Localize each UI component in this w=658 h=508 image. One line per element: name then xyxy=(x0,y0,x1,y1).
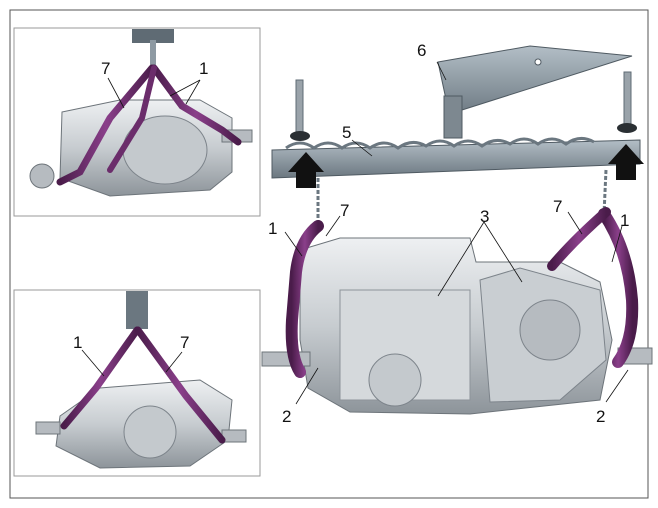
sling-left xyxy=(285,220,324,378)
inset-top-sling-right xyxy=(150,64,242,146)
inset-bottom-callout-1: 1 xyxy=(73,333,82,352)
rod-right xyxy=(623,71,632,131)
leader-6 xyxy=(436,61,447,81)
rod-left xyxy=(295,79,304,141)
inset-top-hook-shank xyxy=(150,40,156,70)
leader-5 xyxy=(351,139,373,157)
inset-bottom-hook xyxy=(126,291,148,329)
rod-right-nut xyxy=(617,123,637,133)
inset-top-callout-7: 7 xyxy=(101,59,110,78)
callout-6: 6 xyxy=(417,41,426,60)
inset-top-leader-1a xyxy=(185,79,201,105)
inset-bottom-sling-right xyxy=(134,326,226,444)
inset-top-sling-mid xyxy=(107,65,157,173)
callout-3: 3 xyxy=(480,207,489,226)
beam-arm-link xyxy=(443,95,463,139)
inset-bottom-mount-left xyxy=(35,421,61,435)
gearbox-cover xyxy=(519,299,581,361)
sling-right xyxy=(598,208,639,368)
leader-2-left xyxy=(295,367,319,405)
rod-left-nut xyxy=(290,131,310,141)
lift-direction-arrow-icon xyxy=(608,144,644,180)
inset-top-leader-7 xyxy=(107,77,125,109)
leader-2-right xyxy=(605,369,629,403)
bracket-left xyxy=(261,351,311,367)
lift-direction-arrow-icon xyxy=(288,152,324,188)
inset-top: 7 1 xyxy=(13,27,261,217)
main-illustration: 6 5 1 7 3 7 1 2 2 xyxy=(261,41,653,426)
inset-bottom-callout-7: 7 xyxy=(180,333,189,352)
inset-bottom-leader-7 xyxy=(165,351,183,373)
inset-bottom-leader-1 xyxy=(81,349,105,377)
callout-1-right: 1 xyxy=(620,211,629,230)
inset-bottom: 1 7 xyxy=(13,289,261,477)
beam-arm-hole xyxy=(534,58,542,66)
leader-1-left xyxy=(284,231,303,257)
callout-2-left: 2 xyxy=(282,407,291,426)
leader-7-right xyxy=(567,211,583,235)
callout-1-left: 1 xyxy=(268,219,277,238)
sling-right-inner xyxy=(547,207,611,271)
inset-bottom-sling-left xyxy=(60,326,141,430)
inset-top-mount-left xyxy=(29,163,55,189)
inset-bottom-mount-right xyxy=(221,429,247,443)
leader-7-left xyxy=(325,215,341,237)
inset-top-leader-1b xyxy=(169,79,201,97)
inset-top-hook-block xyxy=(132,29,174,43)
leader-3a xyxy=(437,221,485,297)
leader-1-right xyxy=(611,225,623,263)
motor-end-cover xyxy=(368,353,422,407)
inset-top-callout-1: 1 xyxy=(199,59,208,78)
inset-top-sling-left xyxy=(56,64,156,186)
chain-right xyxy=(602,169,608,215)
inset-bottom-cover xyxy=(123,405,177,459)
callout-7-left: 7 xyxy=(340,201,349,220)
leader-3b xyxy=(483,221,523,283)
callout-7-right: 7 xyxy=(553,197,562,216)
callout-5: 5 xyxy=(342,123,351,142)
callout-2-right: 2 xyxy=(596,407,605,426)
lifting-beam-chain xyxy=(285,137,595,150)
